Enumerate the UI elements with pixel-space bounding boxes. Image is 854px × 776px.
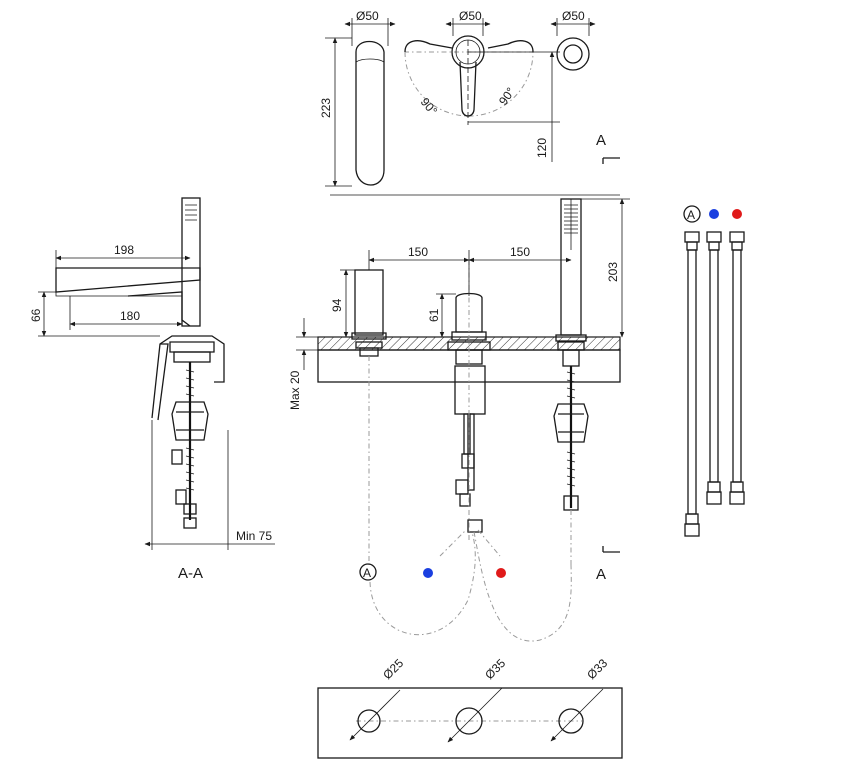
dim-height-top: 120: [535, 138, 549, 158]
hoses-legend-marker: A: [687, 208, 695, 222]
cutout-plan: Ø25 Ø35 Ø33: [317, 656, 623, 759]
dim-spacing-right: 150: [510, 245, 530, 259]
front-legend-marker: A: [363, 566, 371, 580]
top-views: Ø50 223 Ø50 90° 90° 120: [319, 9, 620, 196]
hole-2: Ø35: [447, 656, 508, 743]
front-cold-dot: [423, 568, 433, 578]
escutcheon-ring-view: Ø50: [550, 9, 596, 71]
dim-hole-1: Ø25: [380, 656, 406, 682]
hoses-cold-dot: [709, 209, 719, 219]
dim-angle-right: 90°: [496, 85, 518, 108]
dim-height-spout: 94: [330, 298, 344, 312]
section-label-aa: A-A: [178, 565, 203, 582]
front-mixer: [447, 292, 491, 533]
section-mark-bottom: A: [596, 566, 606, 583]
dim-height-side: 223: [319, 98, 333, 118]
dim-hole-2: Ø35: [482, 656, 508, 682]
front-hot-dot: [496, 568, 506, 578]
hole-1: Ø25: [349, 656, 406, 741]
dim-angle-left: 90°: [418, 95, 441, 118]
hoses-hot-dot: [732, 209, 742, 219]
dim-height-mixer: 61: [427, 308, 441, 322]
dim-diam-ring: Ø50: [562, 9, 585, 23]
side-section-view: 198 180 66 Min 75 A-A: [29, 197, 275, 582]
dim-spout-length: 198: [114, 243, 134, 257]
front-view: A A 150 150 203 94 61 Max 20: [288, 198, 630, 642]
dim-hole-3: Ø33: [584, 656, 610, 682]
dim-min-depth: Min 75: [236, 529, 272, 543]
hole-3: Ø33: [550, 656, 610, 742]
dim-height-shower: 203: [606, 262, 620, 282]
lever-top-view: Ø50 90° 90° 120: [404, 9, 560, 162]
hose-hot: [729, 231, 745, 505]
dim-spout-reach: 180: [120, 309, 140, 323]
dim-diam-side: Ø50: [356, 9, 379, 23]
dim-max-deck: Max 20: [288, 370, 302, 410]
dim-spacing-left: 150: [408, 245, 428, 259]
lever-side-profile: Ø50 223: [319, 9, 396, 187]
hoses-legend: A: [683, 205, 745, 537]
dim-diam-top: Ø50: [459, 9, 482, 23]
section-mark-top: A: [596, 132, 606, 149]
hose-cold: [706, 231, 722, 505]
dim-spout-height: 66: [29, 308, 43, 322]
hose-long: [684, 231, 700, 537]
